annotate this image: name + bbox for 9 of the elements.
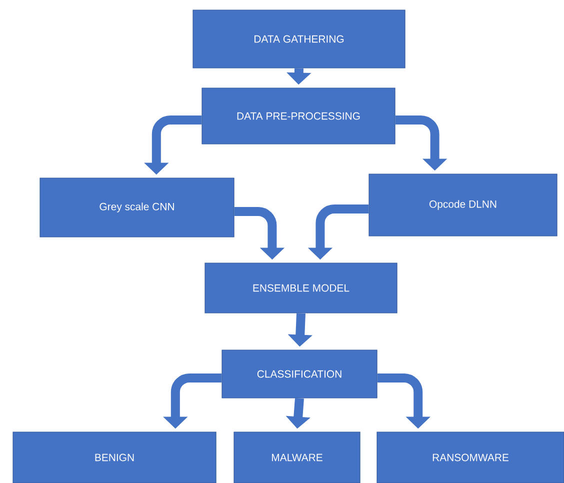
process-box: Opcode DLNN xyxy=(368,174,558,236)
process-box: MALWARE xyxy=(234,432,360,483)
process-box: CLASSIFICATION xyxy=(222,350,378,398)
process-box: Grey scale CNN xyxy=(40,178,234,238)
process-box: RANSOMWARE xyxy=(376,432,564,483)
process-box: DATA GATHERING xyxy=(192,10,406,68)
process-box: BENIGN xyxy=(12,432,216,483)
process-box: DATA PRE-PROCESSING xyxy=(202,88,396,144)
process-box: ENSEMBLE MODEL xyxy=(204,262,398,314)
